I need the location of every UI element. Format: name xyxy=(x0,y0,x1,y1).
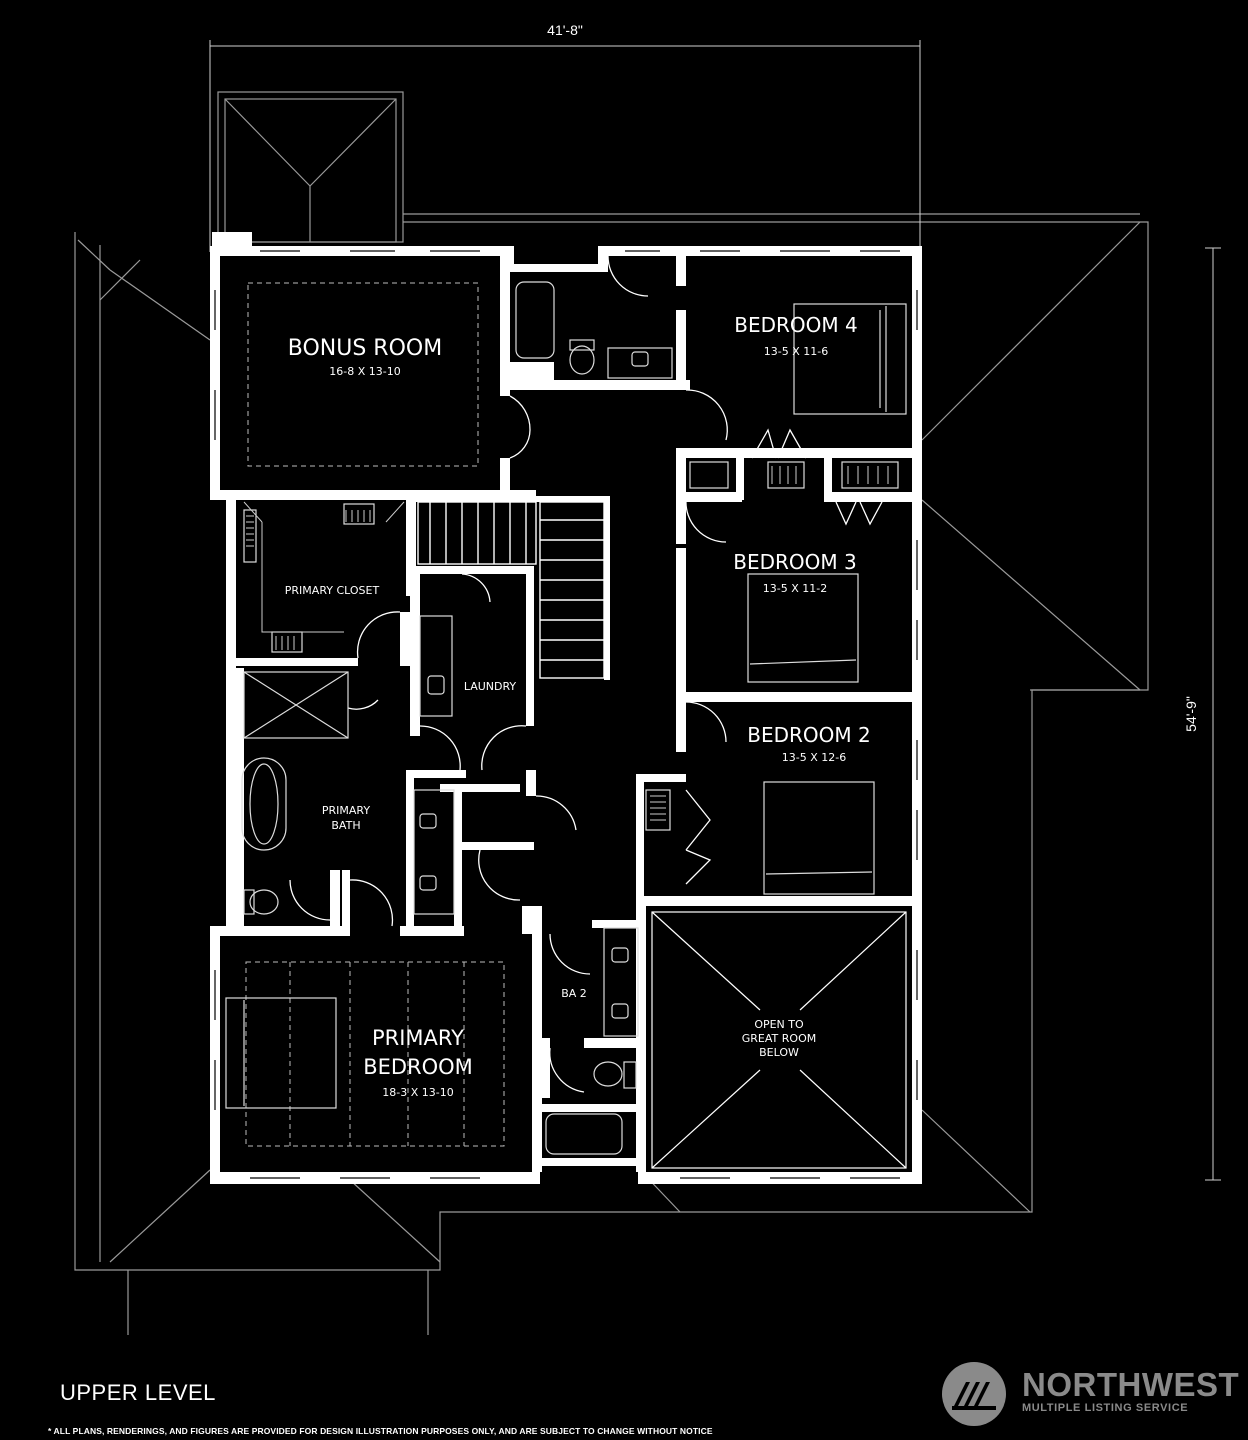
open-to-below xyxy=(651,911,907,1169)
bonus-room-size: 16-8 X 13-10 xyxy=(329,365,400,378)
laundry-name: LAUNDRY xyxy=(464,680,517,693)
primary-bedroom-size: 18-3 X 13-10 xyxy=(382,1086,453,1099)
width-dimension-label: 41'-8" xyxy=(547,22,583,38)
bedroom2-size: 13-5 X 12-6 xyxy=(782,751,846,764)
depth-dimension-label: 54'-9" xyxy=(1183,696,1199,732)
primary-bath-line1: PRIMARY xyxy=(322,804,370,817)
bedroom4-size: 13-5 X 11-6 xyxy=(764,345,828,358)
ceiling-outlines xyxy=(245,282,505,1147)
level-label: UPPER LEVEL xyxy=(60,1380,216,1405)
ba2-name: BA 2 xyxy=(561,987,587,1000)
windows xyxy=(214,250,918,1179)
brand-subtitle: MULTIPLE LISTING SERVICE xyxy=(1022,1402,1189,1414)
brand-name: NORTHWEST xyxy=(1022,1366,1240,1403)
primary-closet-name: PRIMARY CLOSET xyxy=(285,584,380,597)
door-swings xyxy=(289,255,883,1093)
primary-bath-line2: BATH xyxy=(331,819,360,832)
open-to-line1: OPEN TO xyxy=(754,1018,804,1031)
stair-treads xyxy=(417,501,605,679)
bedroom4-name: BEDROOM 4 xyxy=(734,313,857,337)
bonus-room-name: BONUS ROOM xyxy=(288,336,442,361)
nwmls-logo-icon xyxy=(942,1362,1006,1426)
brand-logo: NORTHWEST MULTIPLE LISTING SERVICE xyxy=(940,1360,1239,1428)
bedroom3-name: BEDROOM 3 xyxy=(733,550,856,574)
interior-walls xyxy=(210,246,922,1172)
bedroom3-size: 13-5 X 11-2 xyxy=(763,582,827,595)
disclaimer-text: * ALL PLANS, RENDERINGS, AND FIGURES ARE… xyxy=(48,1426,713,1436)
bedroom2-name: BEDROOM 2 xyxy=(747,723,870,747)
open-to-line2: GREAT ROOM xyxy=(742,1032,816,1045)
primary-bedroom-line2: BEDROOM xyxy=(363,1055,473,1079)
open-to-line3: BELOW xyxy=(759,1046,799,1059)
room-labels: BONUS ROOM 16-8 X 13-10 BEDROOM 4 13-5 X… xyxy=(285,313,871,1099)
fixtures xyxy=(225,281,907,1155)
roof-outline xyxy=(74,91,1149,1335)
closet-angles xyxy=(243,501,405,633)
dimension-lines xyxy=(209,40,1221,1181)
closet-shelves xyxy=(246,466,889,821)
primary-bedroom-line1: PRIMARY xyxy=(372,1026,464,1050)
